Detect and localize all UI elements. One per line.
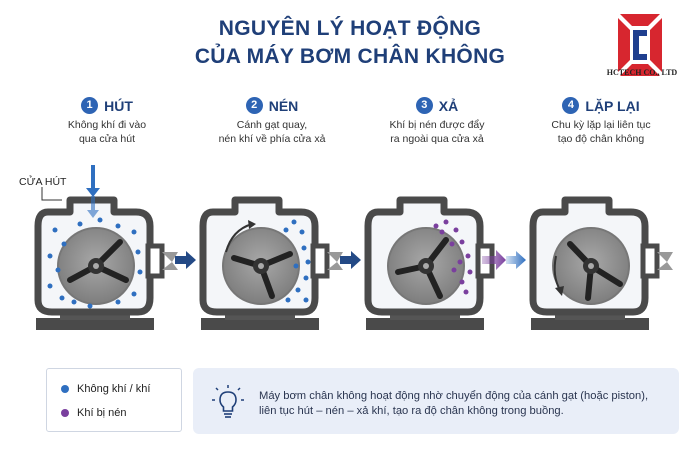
pump-2 — [199, 196, 343, 330]
inlet-arrow-icon — [86, 165, 100, 197]
inlet-label: CỬA HÚT — [19, 176, 67, 188]
legend-label: Không khí / khí — [77, 383, 151, 395]
step-desc-line: Chu kỳ lặp lại liên tục — [551, 119, 651, 131]
step-desc-line: ra ngoài qua cửa xả — [390, 133, 484, 145]
pump-3 — [364, 196, 506, 330]
step-desc-line: Không khí đi vào — [67, 119, 147, 131]
air-dot-icon — [61, 385, 69, 393]
exhaust-arrow-icon — [482, 250, 506, 270]
pump-1 — [34, 165, 178, 330]
air-particles — [283, 219, 311, 303]
step-2: 2 NÉN Cánh gạt quay, nén khí về phía cửa x… — [192, 97, 352, 146]
pump-4 — [529, 196, 673, 330]
rotation-arrow-icon — [555, 286, 564, 296]
step-desc-line: Khí bị nén được đẩy — [389, 119, 485, 131]
step-number: 4 — [562, 97, 580, 114]
step-1: 1 HÚT Không khí đi vào qua cửa hút — [27, 97, 187, 146]
info-text: Máy bơm chân không hoạt động nhờ chuyển … — [259, 389, 669, 419]
info-line: Máy bơm chân không hoạt động nhờ chuyển … — [259, 390, 649, 402]
step-number: 3 — [415, 97, 433, 114]
step-title: XẢ — [438, 97, 459, 114]
step-desc-line: nén khí về phía cửa xả — [218, 133, 326, 145]
lightbulb-icon — [212, 385, 244, 418]
air-particles — [47, 217, 143, 309]
legend-item-air: Không khí / khí — [61, 383, 150, 395]
step-number: 1 — [81, 97, 99, 114]
step-title: LẶP LẠI — [585, 97, 640, 114]
legend-label: Khí bị nén — [77, 407, 127, 419]
info-line: liên tục hút – nén – xả khí, tạo ra độ c… — [259, 405, 564, 417]
legend: Không khí / khí Khí bị nén — [46, 368, 182, 432]
logo-company-name: HCTECH CO., LTD — [606, 68, 678, 77]
info-box: Máy bơm chân không hoạt động nhờ chuyển … — [193, 368, 679, 434]
compressed-particles — [433, 219, 473, 295]
title-line-2: CỦA MÁY BƠM CHÂN KHÔNG — [194, 45, 506, 68]
step-4: 4 LẶP LẠI Chu kỳ lặp lại liên tục tạo độ c… — [521, 97, 681, 146]
step-number: 2 — [245, 97, 263, 114]
title-line-1: NGUYÊN LÝ HOẠT ĐỘNG — [218, 17, 482, 40]
step-arrow-icon — [506, 251, 526, 269]
step-arrow-icon — [340, 251, 361, 269]
rotation-arrow-icon — [248, 220, 256, 229]
step-desc-line: tạo độ chân không — [557, 133, 645, 145]
legend-item-compressed: Khí bị nén — [61, 407, 127, 419]
step-desc-line: qua cửa hút — [78, 133, 136, 145]
hctech-logo — [618, 14, 662, 76]
step-title: NÉN — [268, 97, 299, 114]
step-desc-line: Cánh gạt quay, — [236, 119, 308, 131]
step-3: 3 XẢ Khí bị nén được đẩy ra ngoài qua cửa … — [357, 97, 517, 146]
compressed-dot-icon — [61, 409, 69, 417]
step-arrow-icon — [175, 251, 196, 269]
inlet-leader-line — [41, 187, 62, 201]
step-title: HÚT — [104, 97, 133, 114]
